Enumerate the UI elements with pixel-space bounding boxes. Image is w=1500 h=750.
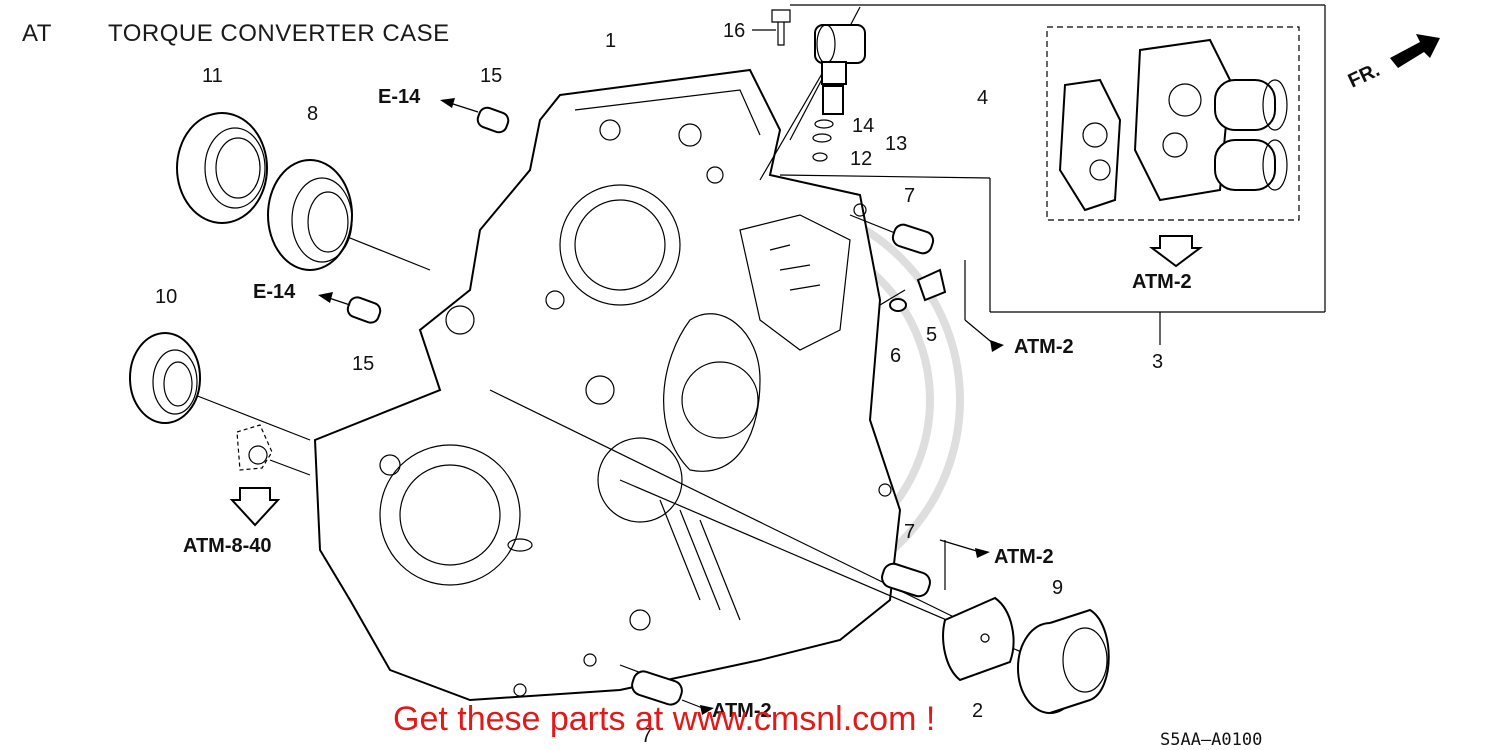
solenoid-subassembly-box <box>1046 26 1300 268</box>
callout-11: 11 <box>202 65 223 87</box>
callout-15-bottom: 15 <box>352 353 374 375</box>
callout-7-middle: 7 <box>904 521 915 543</box>
ref-e14-top: E-14 <box>378 86 421 108</box>
small-cap-part <box>229 424 281 527</box>
callout-3: 3 <box>1152 351 1163 373</box>
callout-16: 16 <box>723 20 745 42</box>
callout-14: 14 <box>852 115 874 137</box>
ref-atm2-middle: ATM-2 <box>994 546 1054 568</box>
oil-seal-part-10 <box>129 332 201 424</box>
diagram-code: S5AA—A0100 <box>1160 730 1262 750</box>
callout-5: 5 <box>926 324 937 346</box>
header-category: AT <box>22 20 52 47</box>
promo-link-text[interactable]: Get these parts at www.cmsnl.com ! <box>393 700 936 738</box>
front-marker-label: FR. <box>1345 59 1383 93</box>
callout-7-top: 7 <box>904 185 915 207</box>
callout-12: 12 <box>850 148 872 170</box>
header-title: TORQUE CONVERTER CASE <box>108 20 450 47</box>
ref-atm2-right: ATM-2 <box>1014 336 1074 358</box>
bearing-part-8 <box>267 159 353 271</box>
callout-9: 9 <box>1052 577 1063 599</box>
ref-atm2-bottom: ATM-2 <box>712 700 772 722</box>
torque-converter-case <box>313 68 902 702</box>
reference-arrows <box>318 98 1004 715</box>
ref-e14-middle: E-14 <box>253 281 296 303</box>
ref-atm-8-40: ATM-8-40 <box>183 535 272 557</box>
bearing-part-9 <box>1017 608 1110 714</box>
front-direction-arrow-icon <box>1390 34 1440 68</box>
ref-atm2-box: ATM-2 <box>1132 271 1192 293</box>
callout-7-bottom: 7 <box>641 725 652 747</box>
callout-4: 4 <box>977 87 988 109</box>
callout-2: 2 <box>972 700 983 722</box>
callout-13: 13 <box>885 133 907 155</box>
solenoid-assembly <box>752 9 866 162</box>
callout-8: 8 <box>307 103 318 125</box>
callout-1: 1 <box>605 30 616 52</box>
callout-6: 6 <box>890 345 901 367</box>
callout-10: 10 <box>155 286 177 308</box>
cover-plate-part-2 <box>942 596 1015 682</box>
callout-15-top: 15 <box>480 65 502 87</box>
oil-seal-part-11 <box>176 112 268 224</box>
